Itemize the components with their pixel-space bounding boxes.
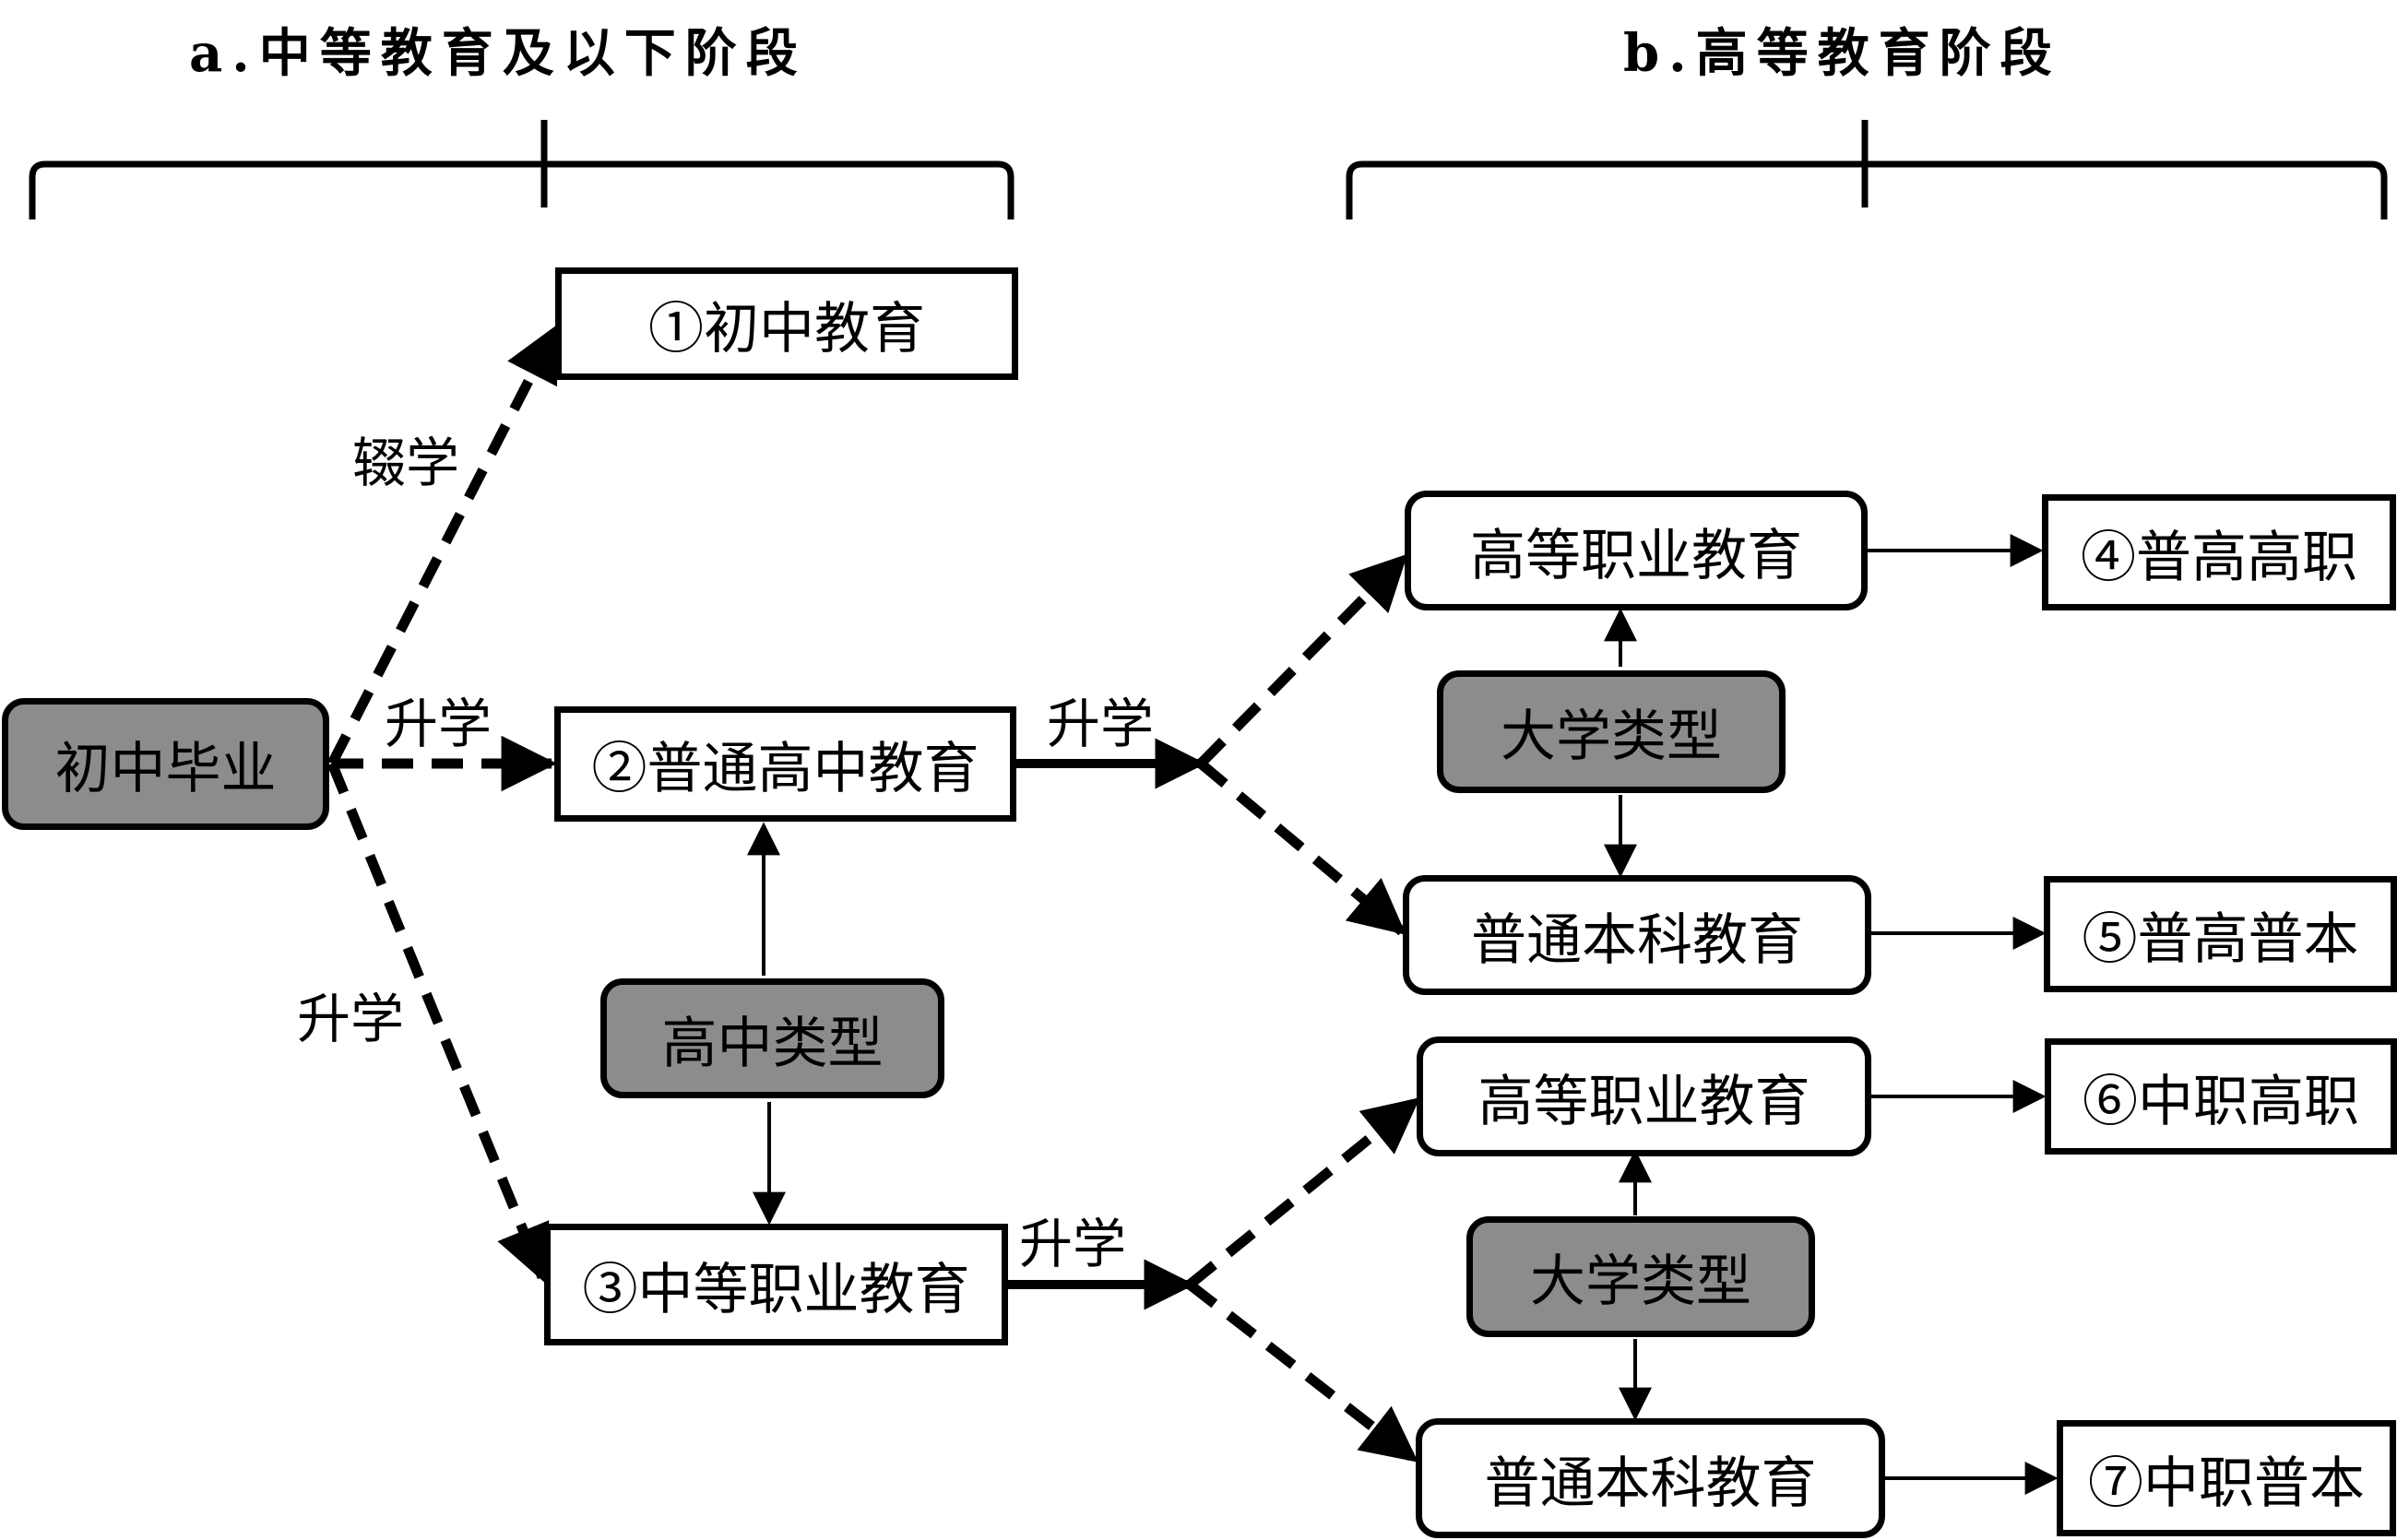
path-5-box: ⑤普高普本: [2044, 876, 2397, 992]
junior-graduate-node: 初中毕业: [2, 698, 329, 830]
edge-label-dropout: 辍学: [352, 432, 460, 494]
arrow-vocational-to-undergrad: [1186, 1280, 1418, 1463]
edge-label-promote-general: 升学: [385, 693, 492, 755]
high-school-type-node: 高中类型: [600, 978, 944, 1098]
arrow-to-vocational-high: [326, 761, 550, 1283]
edge-label-promote-vocational: 升学: [297, 988, 405, 1050]
path-6-box: ⑥中职高职: [2045, 1038, 2397, 1155]
path-4-box: ④普高高职: [2042, 494, 2396, 610]
general-high-school-box: ②普通高中教育: [554, 706, 1016, 822]
university-type-node-1: 大学类型: [1437, 670, 1786, 793]
higher-vocational-box-2: 高等职业教育: [1417, 1037, 1871, 1156]
arrow-dropout: [327, 324, 560, 766]
university-type-node-2: 大学类型: [1466, 1216, 1815, 1337]
section-b-brace: [1346, 120, 2388, 219]
undergraduate-box-1: 普通本科教育: [1403, 875, 1871, 995]
arrow-general-to-undergrad: [1197, 759, 1406, 936]
path-7-box: ⑦中职普本: [2057, 1420, 2396, 1536]
section-b-title: b.高等教育阶段: [1623, 23, 2061, 84]
edge-label-promote-general-higher: 升学: [1047, 693, 1155, 755]
arrow-general-to-higher-voc: [1197, 553, 1408, 767]
undergraduate-box-2: 普通本科教育: [1416, 1418, 1885, 1538]
edge-label-promote-vocational-higher: 升学: [1019, 1213, 1127, 1275]
section-a-title: a.中等教育及以下阶段: [189, 23, 807, 84]
junior-education-box: ①初中教育: [555, 267, 1018, 380]
higher-vocational-box-1: 高等职业教育: [1405, 491, 1868, 610]
arrow-vocational-to-higher-voc: [1186, 1096, 1420, 1289]
section-a-brace: [29, 120, 1015, 219]
vocational-high-school-box: ③中等职业教育: [544, 1224, 1008, 1345]
